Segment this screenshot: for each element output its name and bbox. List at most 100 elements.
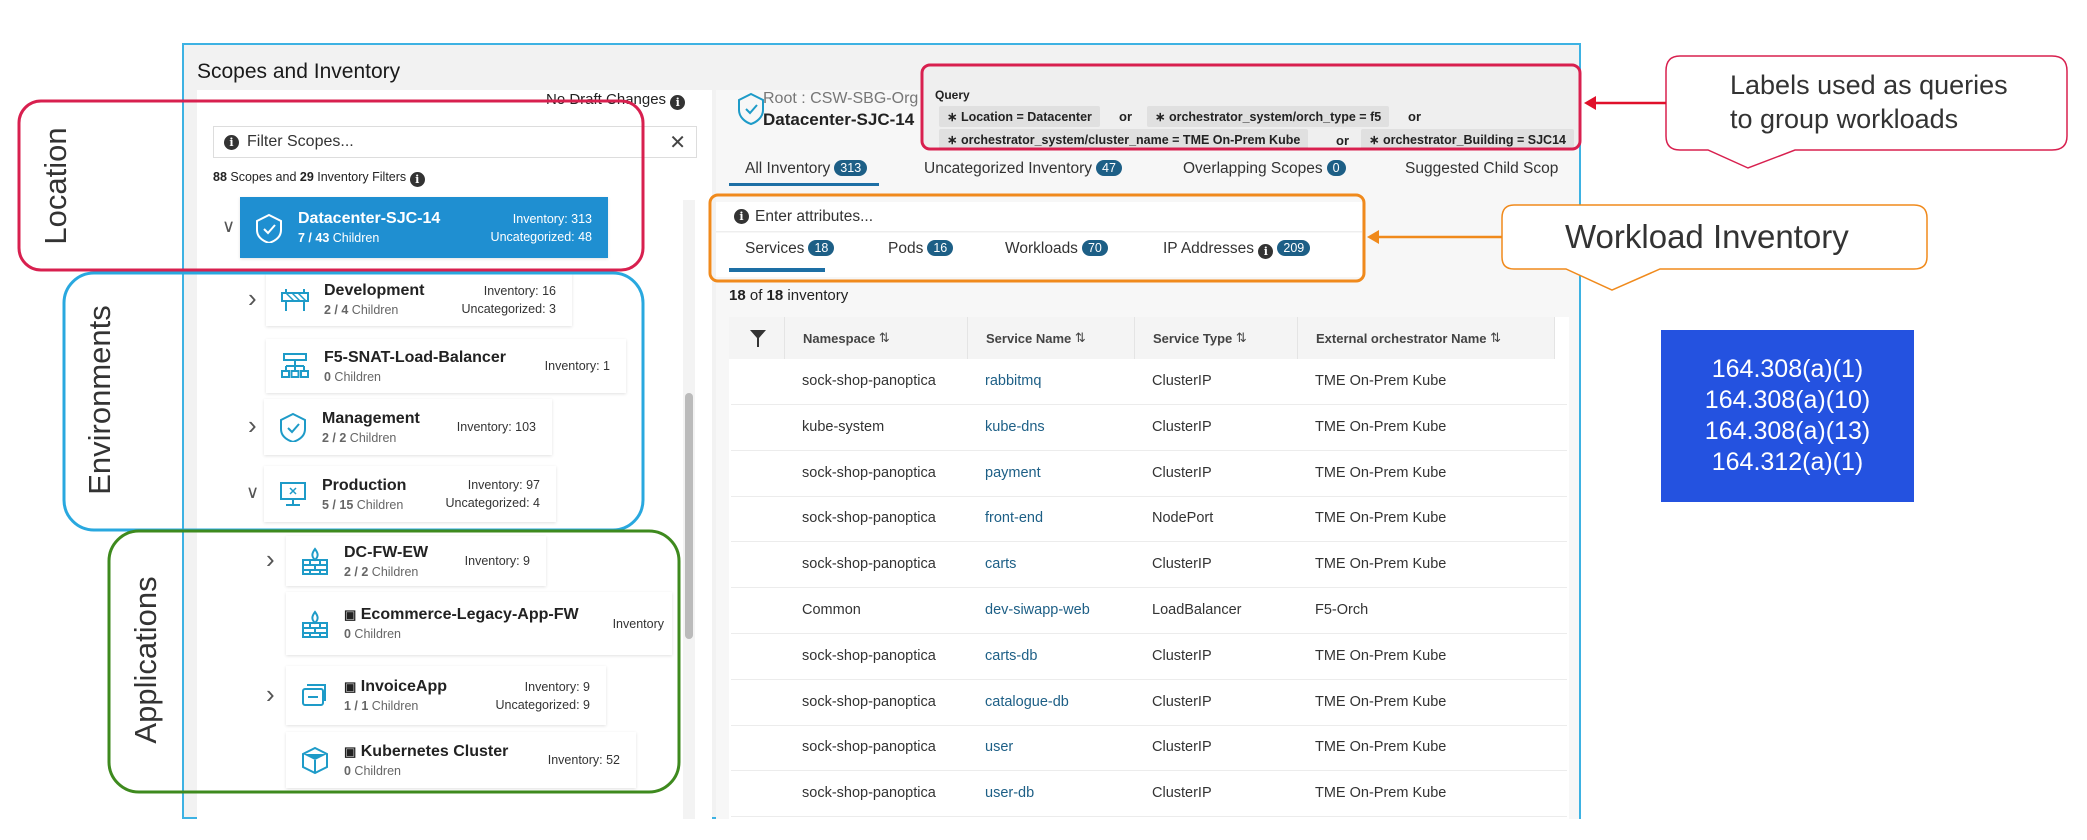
sort-icon[interactable]: ⇅ (1235, 330, 1247, 345)
query-or: or (1408, 109, 1421, 124)
clear-icon[interactable]: ✕ (669, 131, 686, 154)
table-cell: ClusterIP (1152, 373, 1212, 389)
chevron-right-icon[interactable]: › (266, 544, 275, 574)
draft-status: No Draft Changes i (546, 91, 686, 110)
scope-card[interactable]: Datacenter-SJC-14 7 / 43 Children Invent… (240, 197, 608, 258)
service-name-link[interactable]: carts-db (985, 647, 1038, 664)
tab-suggested-child-scop[interactable]: Suggested Child Scop (1405, 160, 1558, 178)
scope-card[interactable]: Production 5 / 15 Children Inventory: 97… (264, 466, 556, 522)
row-divider (731, 541, 1567, 543)
tab-label: Suggested Child Scop (1405, 160, 1559, 177)
service-name-link[interactable]: front-end (985, 510, 1044, 527)
scope-card[interactable]: DC-FW-EW 2 / 2 Children Inventory: 9 (286, 536, 546, 586)
info-icon[interactable]: i (409, 172, 425, 187)
row-divider (731, 633, 1567, 634)
uncategorized-count: Uncategorized: 3 (461, 301, 556, 316)
table-cell: NodePort (1152, 510, 1214, 527)
scope-children: 2 / 4 Children (324, 303, 399, 317)
scope-card[interactable]: ▣ InvoiceApp 1 / 1 Children Inventory: 9… (286, 666, 606, 725)
count-label: inventory (783, 287, 849, 304)
column-header-namespace[interactable]: Namespace ⇅ (785, 317, 968, 359)
info-icon[interactable]: i (1258, 244, 1274, 259)
scope-name: Datacenter-SJC-14 (298, 210, 441, 227)
service-name-link[interactable]: user-db (985, 785, 1035, 802)
scope-card[interactable]: ▣ Kubernetes Cluster 0 Children Inventor… (286, 732, 636, 788)
filter-scopes-input[interactable] (247, 133, 662, 151)
regulation-citation: 164.312(a)(1) (1711, 448, 1864, 476)
service-name-link[interactable]: carts (985, 556, 1017, 573)
row-divider (731, 449, 1567, 451)
chevron-right-icon[interactable]: › (248, 282, 257, 313)
policy-marker-icon: ▣ (344, 743, 357, 759)
scope-name: Development (324, 282, 425, 299)
scrollbar-thumb[interactable] (685, 393, 693, 639)
filter-count: 29 (299, 170, 314, 184)
cube-icon (302, 746, 328, 775)
scope-stats: Inventory: 16 Uncategorized: 3 (461, 282, 556, 318)
table-cell: TME On-Prem Kube (1315, 418, 1447, 435)
column-header-service-name[interactable]: Service Name ⇅ (968, 317, 1135, 359)
attributes-field[interactable]: i (716, 202, 1362, 232)
table-filter-button[interactable] (729, 317, 785, 359)
inventory-count: 18 of 18 inventory (729, 287, 848, 304)
service-name-link[interactable]: rabbitmq (985, 373, 1042, 389)
table-cell: F5-Orch (1315, 602, 1369, 618)
column-header-external-orchestrator-name[interactable]: External orchestrator Name ⇅ (1298, 317, 1555, 359)
current-scope-name: Datacenter-SJC-14 (763, 110, 915, 129)
table-cell: Common (802, 602, 861, 618)
regulation-box: 164.308(a)(1) 164.308(a)(10) 164.308(a)(… (1661, 330, 1914, 502)
info-icon[interactable]: i (670, 95, 686, 110)
table-cell: TME On-Prem Kube (1315, 556, 1447, 573)
environments-annotation-label: Environments (82, 305, 117, 495)
scope-card[interactable]: ▣ Ecommerce-Legacy-App-FW 0 Children Inv… (286, 592, 672, 655)
query-or: or (1119, 109, 1132, 124)
scope-card[interactable]: Development 2 / 4 Children Inventory: 16… (266, 273, 572, 326)
chevron-right-icon[interactable]: › (248, 410, 257, 440)
service-name-link[interactable]: payment (985, 464, 1041, 481)
service-name-link[interactable]: dev-siwapp-web (985, 602, 1090, 618)
sort-icon[interactable]: ⇅ (1074, 330, 1086, 345)
query-term: ∗ orchestrator_Building = SJC14 (1361, 129, 1574, 150)
service-name-link[interactable]: user (985, 739, 1014, 756)
table-cell: kube-system (802, 418, 885, 435)
attributes-input[interactable] (755, 207, 1362, 226)
sort-icon[interactable]: ⇅ (1490, 330, 1502, 345)
uncategorized-count: Uncategorized: 9 (495, 697, 590, 712)
inventory-count: Inventory: 16 (483, 283, 556, 298)
chevron-down-icon[interactable]: ∨ (222, 215, 236, 236)
info-icon[interactable]: i (224, 134, 239, 150)
service-name-link[interactable]: catalogue-db (985, 693, 1069, 710)
service-name-link[interactable]: kube-dns (985, 418, 1045, 435)
column-header-service-type[interactable]: Service Type ⇅ (1135, 317, 1298, 359)
count-badge: 209 (1277, 240, 1311, 256)
applications-annotation-label: Applications (128, 576, 163, 744)
total-count: 18 (766, 287, 784, 304)
chevron-right-icon[interactable]: › (266, 678, 275, 709)
root-scope[interactable]: Root : CSW-SBG-Org (763, 90, 919, 107)
regulation-citation: 164.308(a)(10) (1704, 386, 1871, 414)
scope-children: 2 / 2 Children (322, 430, 397, 445)
scope-card[interactable]: F5-SNAT-Load-Balancer 0 Children Invento… (266, 339, 626, 393)
count-of: of (745, 287, 767, 304)
tab-label: Overlapping Scopes (1183, 160, 1323, 177)
info-icon[interactable]: i (734, 209, 749, 224)
scope-name: ▣ Kubernetes Cluster (344, 742, 509, 760)
load-balancer-icon (281, 353, 309, 378)
tab-label: Uncategorized Inventory (924, 160, 1093, 177)
scope-stats: Inventory: 9 (465, 552, 530, 570)
sort-icon[interactable]: ⇅ (878, 330, 890, 345)
filter-scopes-field[interactable]: i ✕ (213, 126, 697, 158)
scope-card[interactable]: Management 2 / 2 Children Inventory: 103 (264, 399, 552, 455)
row-divider (731, 495, 1567, 497)
chevron-down-icon[interactable]: ∨ (246, 482, 260, 502)
uncategorized-count: Uncategorized: 48 (490, 229, 592, 244)
table-cell: TME On-Prem Kube (1315, 510, 1447, 527)
